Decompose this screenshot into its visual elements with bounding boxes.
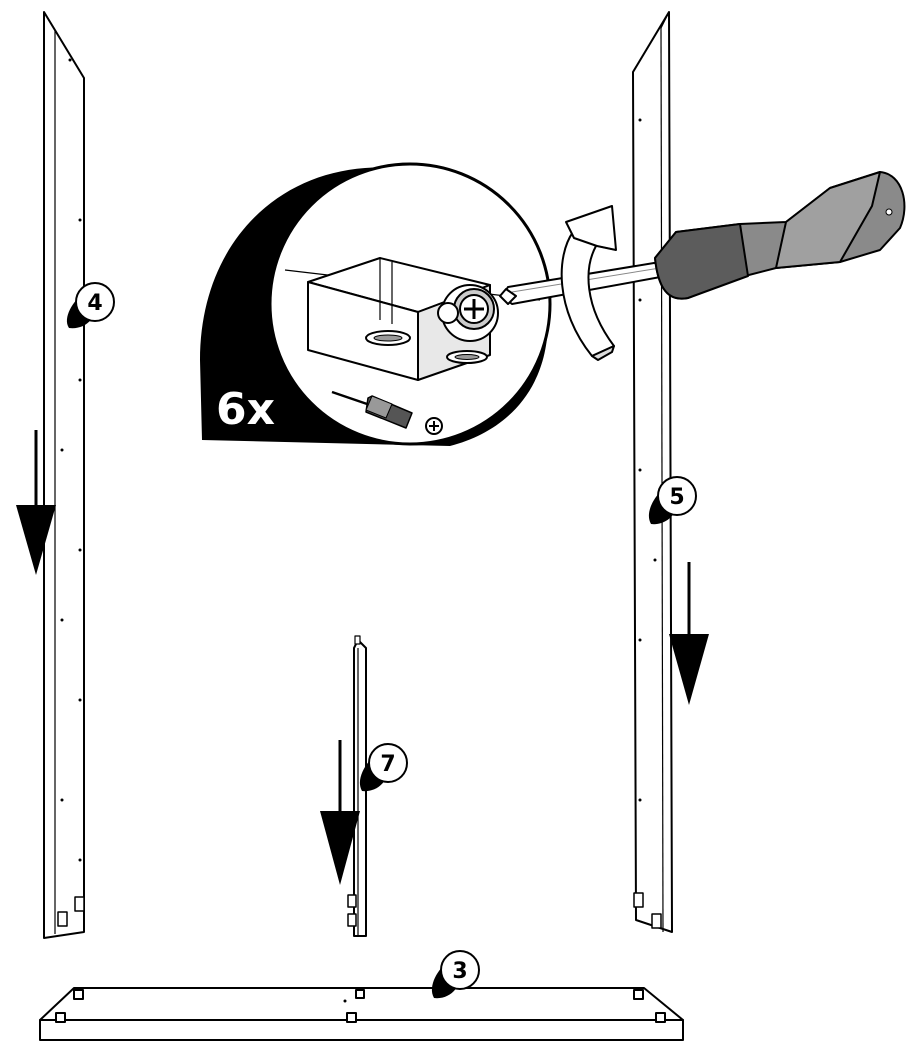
quantity-label: 6x bbox=[216, 384, 275, 435]
down-arrow-icon bbox=[669, 562, 709, 705]
detail-callout: 6x bbox=[200, 164, 550, 446]
panel-5 bbox=[633, 12, 672, 932]
panel-3 bbox=[40, 988, 683, 1040]
part-number-label: 3 bbox=[452, 959, 467, 984]
part-number-label: 7 bbox=[380, 752, 395, 777]
phillips-head-icon bbox=[426, 418, 442, 434]
screwdriver-icon bbox=[500, 172, 904, 304]
part-number-label: 4 bbox=[87, 291, 102, 316]
part-number-label: 5 bbox=[669, 485, 684, 510]
panel-4 bbox=[44, 12, 84, 938]
